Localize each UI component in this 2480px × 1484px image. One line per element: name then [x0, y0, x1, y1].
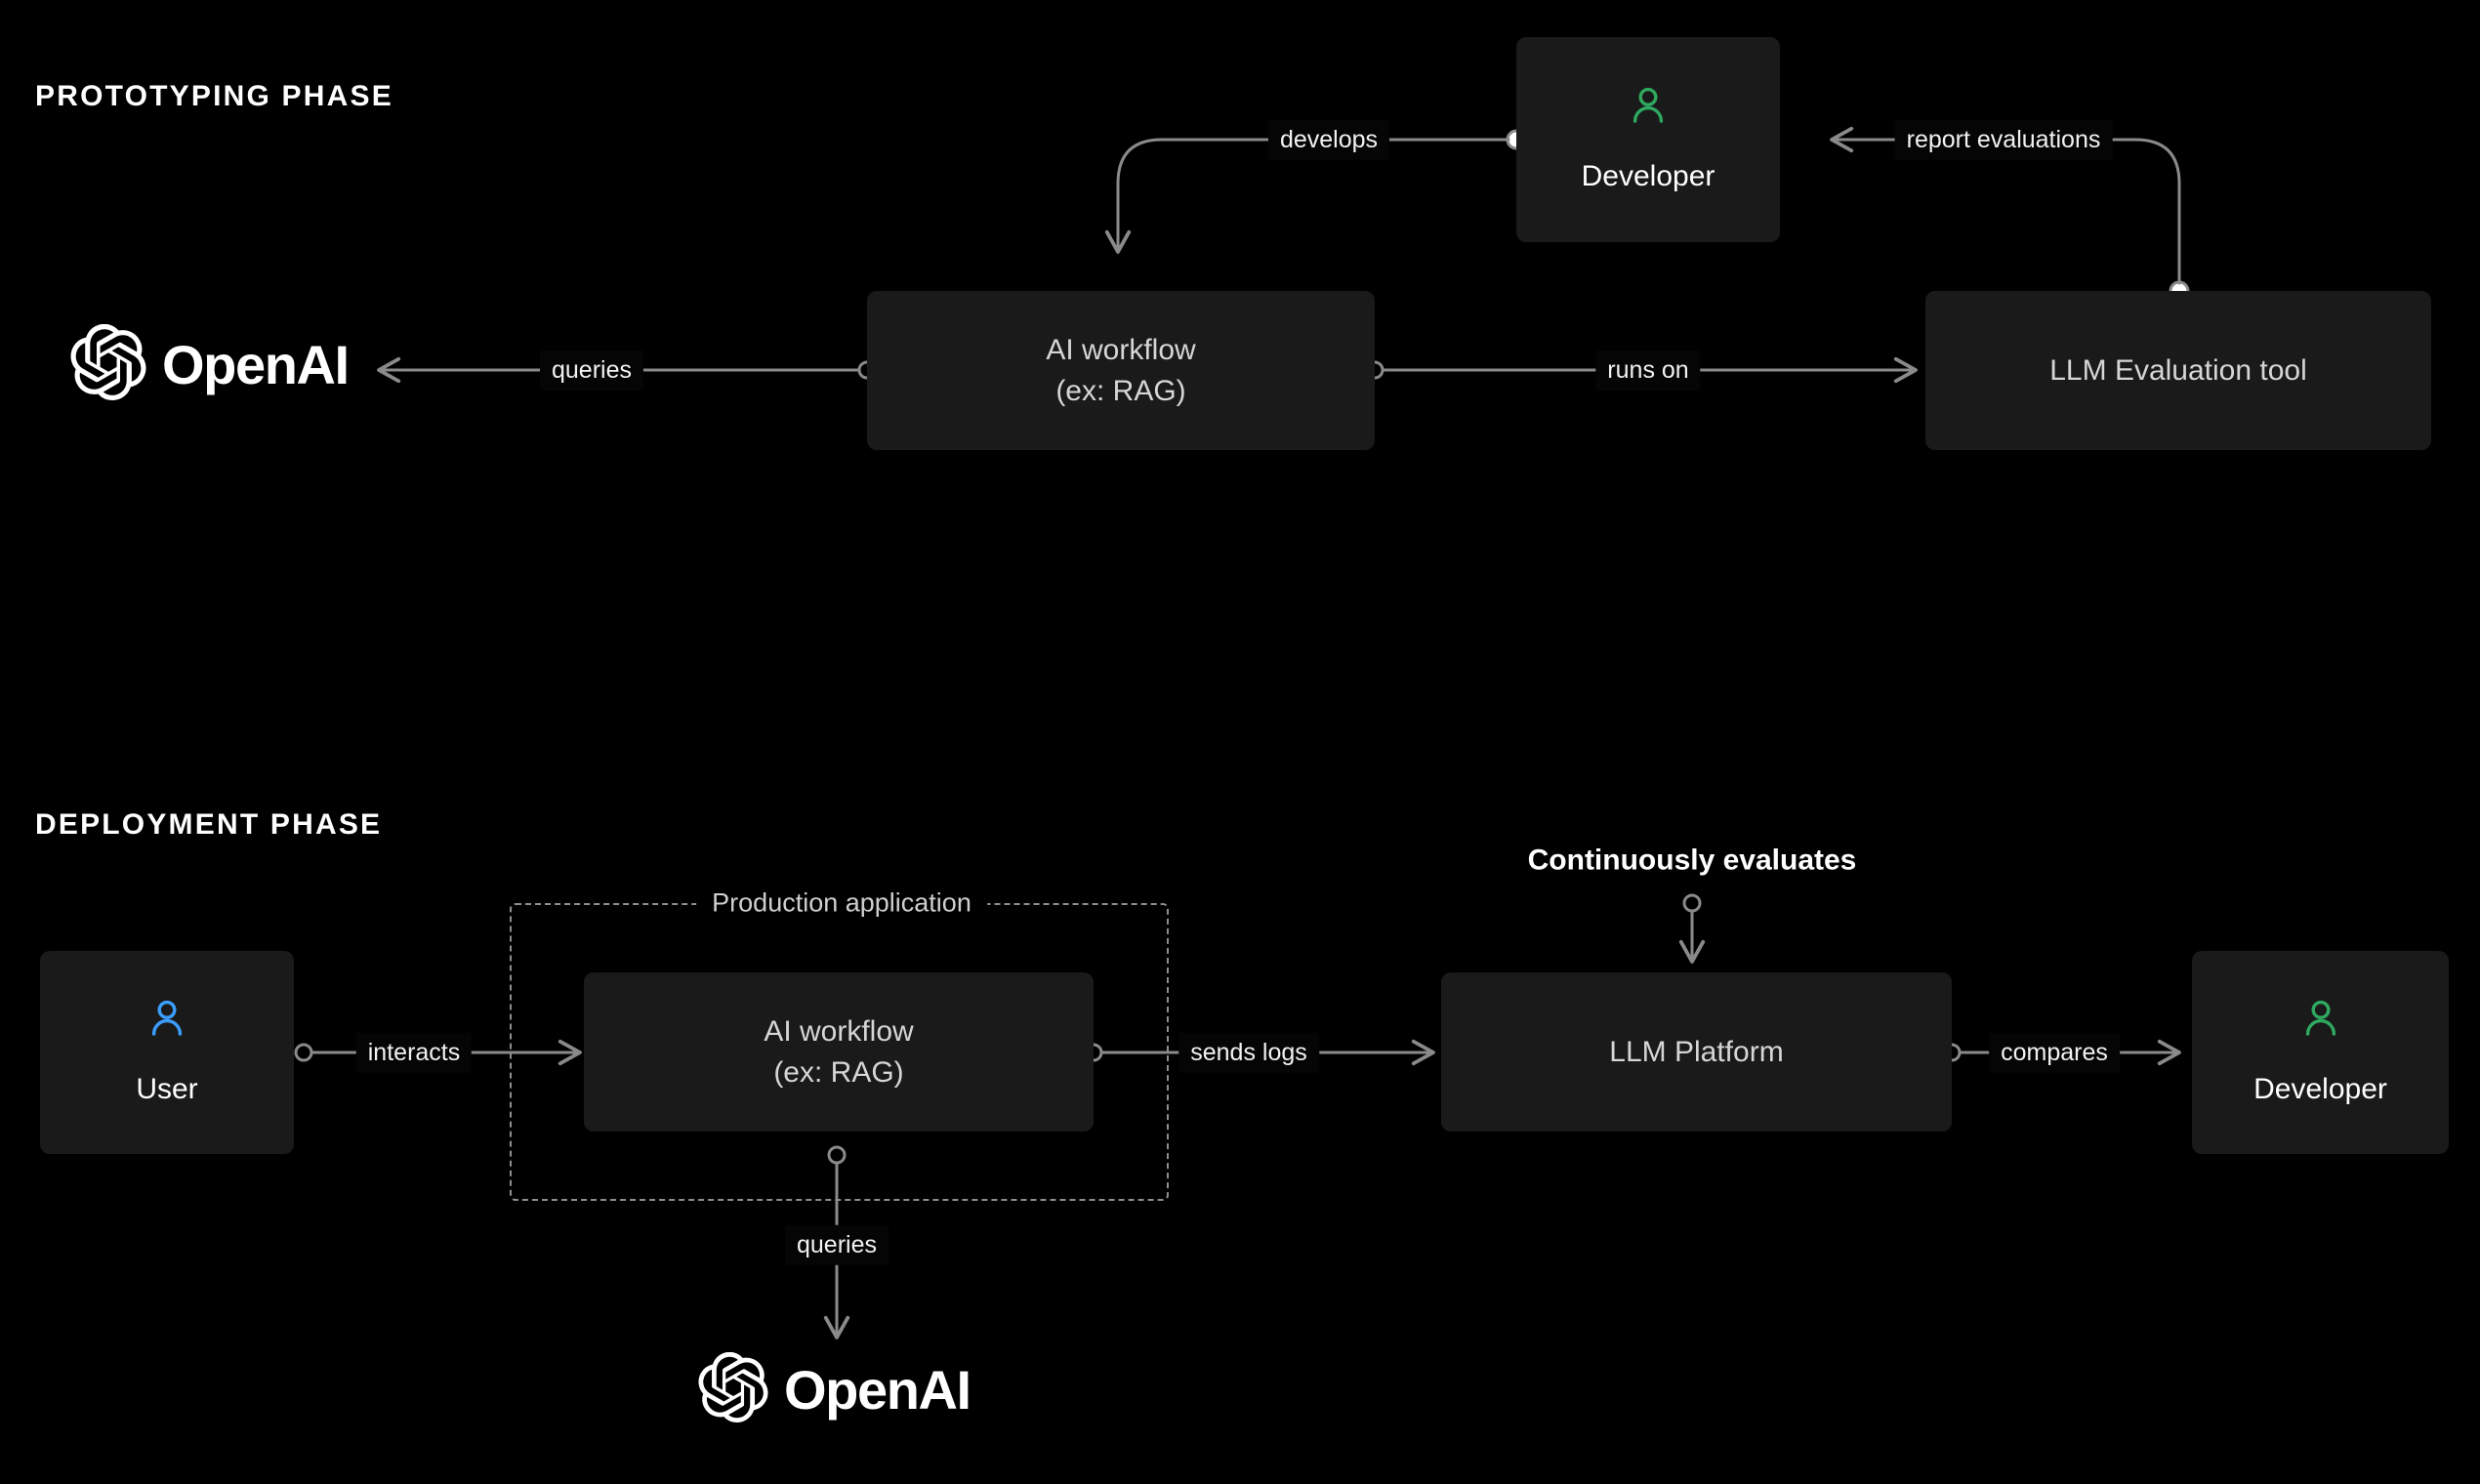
edge-label-runs-on: runs on: [1595, 350, 1701, 391]
edge-label-queries-deployment: queries: [785, 1224, 889, 1265]
openai-mark-icon: [698, 1351, 768, 1427]
node-developer-deployment[interactable]: Developer: [2192, 951, 2449, 1154]
edge-label-queries-prototyping: queries: [540, 350, 643, 391]
edge-label-compares: compares: [1989, 1032, 2120, 1073]
node-llm-platform[interactable]: LLM Platform: [1441, 972, 1952, 1132]
node-user[interactable]: User: [40, 951, 294, 1154]
edge-report-evaluations: [1830, 126, 2190, 302]
phase-title-deployment: DEPLOYMENT PHASE: [35, 808, 383, 841]
phase-title-prototyping: PROTOTYPING PHASE: [35, 80, 393, 112]
node-label: LLM Evaluation tool: [2049, 353, 2307, 387]
node-label: LLM Platform: [1609, 1035, 1784, 1068]
node-developer-prototyping[interactable]: Developer: [1516, 37, 1780, 242]
group-title-production-application: Production application: [696, 887, 987, 919]
openai-logo-deployment: OpenAI: [698, 1351, 971, 1427]
node-label: Developer: [2253, 1072, 2387, 1105]
node-label: User: [136, 1072, 198, 1105]
openai-logo-prototyping: OpenAI: [70, 323, 350, 405]
person-icon: [2297, 996, 2344, 1048]
openai-wordmark: OpenAI: [162, 333, 350, 395]
node-llm-evaluation-tool[interactable]: LLM Evaluation tool: [1925, 291, 2431, 450]
edge-label-sends-logs: sends logs: [1178, 1032, 1319, 1073]
node-ai-workflow-deployment[interactable]: AI workflow (ex: RAG): [584, 972, 1094, 1132]
openai-wordmark: OpenAI: [784, 1358, 971, 1421]
edge-label-interacts: interacts: [355, 1032, 473, 1073]
node-label: Developer: [1581, 159, 1715, 192]
person-icon: [144, 996, 190, 1048]
edge-label-develops: develops: [1267, 119, 1390, 160]
node-ai-workflow-prototyping[interactable]: AI workflow (ex: RAG): [867, 291, 1375, 450]
edge-label-report-evaluations: report evaluations: [1894, 119, 2113, 160]
node-label: AI workflow (ex: RAG): [1046, 334, 1196, 407]
edge-label-continuously-evaluates: Continuously evaluates: [1527, 844, 1857, 877]
person-icon: [1625, 83, 1672, 135]
openai-mark-icon: [70, 323, 146, 405]
edge-continuously-evaluates: [1678, 893, 1706, 964]
node-label: AI workflow (ex: RAG): [764, 1015, 914, 1089]
